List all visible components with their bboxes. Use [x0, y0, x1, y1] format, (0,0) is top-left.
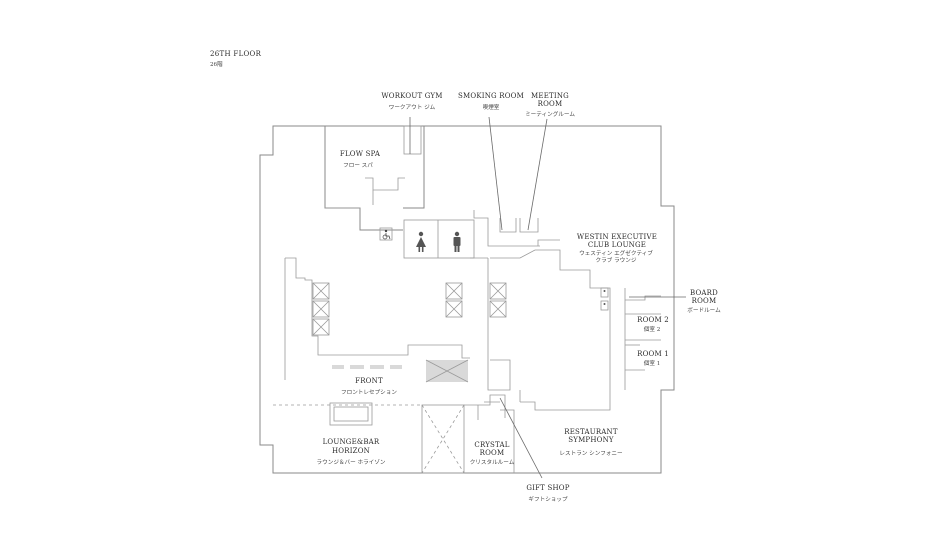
- restroom-small-icon: [600, 287, 609, 311]
- front-desk: [332, 365, 402, 369]
- center-shaft: [421, 404, 465, 474]
- svg-text:CLUB LOUNGE: CLUB LOUNGE: [588, 241, 646, 249]
- label-flow-spa: FLOW SPA フロー スパ: [340, 150, 381, 169]
- svg-text:MEETING: MEETING: [531, 92, 569, 100]
- svg-text:ROOM: ROOM: [692, 297, 717, 305]
- svg-text:WORKOUT GYM: WORKOUT GYM: [381, 92, 442, 100]
- svg-text:喫煙室: 喫煙室: [483, 103, 500, 111]
- svg-text:ミーティングルーム: ミーティングルーム: [525, 110, 575, 118]
- label-restaurant: RESTAURANT SYMPHONY レストラン シンフォニー: [559, 428, 623, 457]
- svg-text:CRYSTAL: CRYSTAL: [474, 441, 509, 449]
- svg-text:ROOM: ROOM: [480, 449, 505, 457]
- svg-text:フロー スパ: フロー スパ: [343, 162, 373, 169]
- building-outline: [259, 125, 675, 474]
- label-front: FRONT フロントレセプション: [341, 377, 397, 396]
- svg-text:クリスタルルーム: クリスタルルーム: [470, 458, 515, 466]
- elevator-bank-left: [312, 282, 330, 336]
- svg-text:ROOM 1: ROOM 1: [637, 350, 669, 358]
- elevator-bank-center: [445, 282, 507, 318]
- floor-subtitle: 26階: [210, 60, 223, 68]
- svg-text:個室 2: 個室 2: [644, 325, 661, 333]
- svg-text:FRONT: FRONT: [355, 377, 383, 385]
- svg-text:GIFT SHOP: GIFT SHOP: [526, 484, 569, 492]
- leader-lines: [409, 116, 686, 479]
- male-restroom-icon: [453, 231, 461, 252]
- svg-text:レストラン シンフォニー: レストラン シンフォニー: [559, 450, 623, 457]
- svg-text:ウェスティン エグゼクティブ: ウェスティン エグゼクティブ: [579, 249, 653, 257]
- label-room-1: ROOM 1 個室 1: [637, 350, 669, 367]
- left-corridor: [284, 257, 488, 380]
- svg-text:個室 1: 個室 1: [644, 359, 661, 367]
- floor-title: 26TH FLOOR: [210, 50, 262, 58]
- crystal-room-block: [464, 394, 515, 473]
- label-smoking-room: SMOKING ROOM 喫煙室: [458, 92, 524, 111]
- accessible-icon: [382, 229, 391, 240]
- label-room-2: ROOM 2 個室 2: [637, 316, 669, 333]
- female-restroom-icon: [416, 231, 426, 252]
- restroom-block: [379, 219, 475, 259]
- svg-text:LOUNGE&BAR: LOUNGE&BAR: [323, 438, 380, 446]
- smoking-meeting-block: [473, 210, 560, 247]
- svg-text:クラブ ラウンジ: クラブ ラウンジ: [596, 256, 637, 264]
- svg-text:WESTIN EXECUTIVE: WESTIN EXECUTIVE: [577, 233, 657, 241]
- label-meeting-room: MEETING ROOM ミーティングルーム: [525, 92, 575, 118]
- svg-text:FLOW SPA: FLOW SPA: [340, 150, 381, 158]
- svg-text:ラウンジ＆バー ホライゾン: ラウンジ＆バー ホライゾン: [317, 458, 386, 466]
- svg-text:RESTAURANT: RESTAURANT: [564, 428, 618, 436]
- svg-text:ROOM 2: ROOM 2: [637, 316, 669, 324]
- svg-text:HORIZON: HORIZON: [332, 447, 370, 455]
- svg-text:ワークアウト ジム: ワークアウト ジム: [389, 103, 436, 111]
- label-board-room: BOARD ROOM ボードルーム: [687, 289, 721, 314]
- svg-text:フロントレセプション: フロントレセプション: [341, 389, 397, 396]
- lounge-boundary: [487, 249, 611, 411]
- label-lounge-bar: LOUNGE&BAR HORIZON ラウンジ＆バー ホライゾン: [317, 438, 386, 466]
- label-westin-lounge: WESTIN EXECUTIVE CLUB LOUNGE ウェスティン エグゼク…: [577, 233, 657, 264]
- svg-text:ROOM: ROOM: [538, 100, 563, 108]
- right-rooms: [624, 288, 661, 390]
- svg-text:BOARD: BOARD: [690, 289, 718, 297]
- lounge-bar-area: [273, 402, 420, 426]
- svg-text:SMOKING ROOM: SMOKING ROOM: [458, 92, 524, 100]
- label-gift-shop: GIFT SHOP ギフトショップ: [526, 484, 569, 503]
- flow-spa-area[interactable]: [324, 125, 425, 231]
- elevator-lobby-shade: [425, 359, 469, 383]
- label-workout-gym: WORKOUT GYM ワークアウト ジム: [381, 92, 442, 111]
- label-crystal-room: CRYSTAL ROOM クリスタルルーム: [470, 441, 515, 466]
- svg-text:SYMPHONY: SYMPHONY: [568, 436, 614, 444]
- svg-text:ギフトショップ: ギフトショップ: [528, 496, 568, 503]
- svg-text:ボードルーム: ボードルーム: [687, 306, 721, 314]
